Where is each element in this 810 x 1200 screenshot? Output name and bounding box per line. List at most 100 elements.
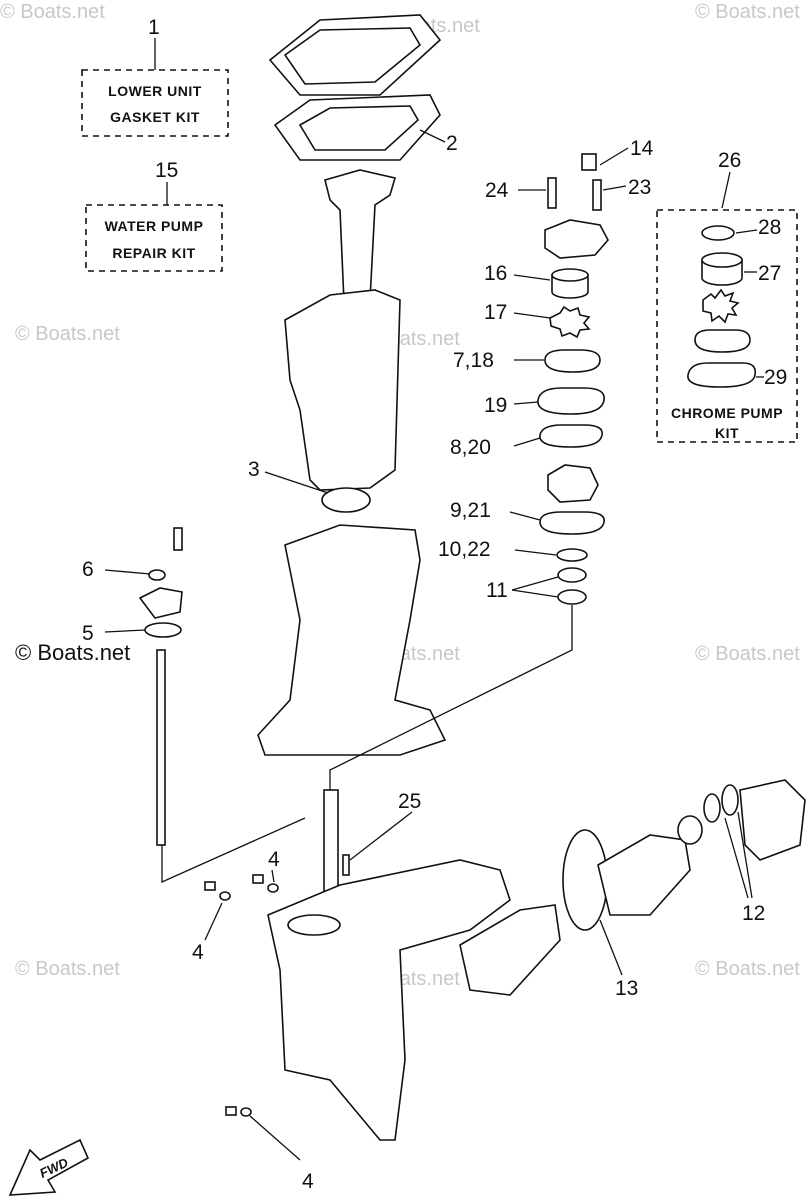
kit-box-26 — [656, 209, 798, 443]
plug-25 — [342, 854, 350, 876]
kit-1-line1: LOWER UNIT — [108, 83, 202, 99]
driveshaft-guide — [329, 625, 573, 790]
kit-26-line1: CHROME PUMP — [671, 405, 783, 421]
callout-17: 17 — [484, 301, 507, 324]
seal-12a — [703, 793, 721, 823]
seal-11a — [557, 567, 587, 583]
bushing-6 — [148, 569, 166, 581]
kit-box-1 — [81, 69, 229, 137]
leader-8-20 — [513, 437, 541, 447]
callout-9-21: 9,21 — [450, 499, 491, 522]
lower-casing — [257, 524, 447, 756]
leader-19 — [513, 401, 539, 405]
washer-4c — [240, 1107, 252, 1117]
callout-28: 28 — [758, 216, 781, 239]
leader-12 — [724, 811, 753, 899]
callout-2: 2 — [446, 132, 458, 155]
callout-24: 24 — [485, 179, 509, 202]
bolt-24 — [547, 177, 557, 209]
shift-rod — [156, 649, 166, 846]
callout-11: 11 — [486, 579, 508, 602]
lower-unit-gasket-kit: 1 LOWER UNIT GASKET KIT — [81, 16, 229, 137]
leader-28 — [735, 229, 758, 234]
gasket-7-18 — [544, 349, 601, 373]
callout-12: 12 — [742, 902, 765, 925]
water-pump-stack: 14 24 23 16 17 7,18 19 8,20 9,21 10,22 1… — [438, 137, 654, 625]
kit-impeller-part — [702, 288, 740, 324]
bolt-4b — [252, 874, 264, 884]
kit-26-line2: KIT — [715, 425, 739, 441]
leader-23 — [602, 185, 627, 191]
bolt-23 — [592, 179, 602, 211]
callout-15: 15 — [155, 159, 178, 182]
leader-26 — [721, 171, 731, 209]
forward-direction-arrow: FWD — [8, 1138, 90, 1196]
chrome-pump-kit: 26 CHROME PUMP KIT 28 27 29 — [656, 149, 798, 443]
callout-4c: 4 — [302, 1170, 314, 1193]
shift-rod-assembly: 6 5 — [82, 527, 306, 884]
kit-plate-part — [687, 362, 757, 388]
leader-14 — [599, 147, 629, 166]
callout-19: 19 — [484, 394, 507, 417]
leader-3 — [264, 471, 329, 494]
insert-16-top — [551, 268, 589, 282]
gasket-inner — [298, 105, 420, 151]
washer-4a — [219, 891, 231, 901]
grommet-14 — [581, 153, 597, 171]
drive-shaft-bore — [287, 914, 341, 936]
leader-11a — [511, 576, 559, 591]
leader-4a — [271, 869, 275, 883]
callout-1: 1 — [148, 16, 160, 39]
leader-4b — [204, 902, 223, 941]
kit-1-line2: GASKET KIT — [110, 109, 200, 125]
leader-17 — [513, 312, 551, 319]
leader-5 — [104, 629, 146, 633]
watermark-7: © Boats.net — [695, 643, 800, 665]
callout-13: 13 — [615, 977, 638, 1000]
callout-7-18: 7,18 — [453, 349, 494, 372]
shift-bolt — [173, 527, 183, 551]
callout-5: 5 — [82, 622, 94, 645]
callout-29: 29 — [764, 366, 787, 389]
cartridge-part — [547, 464, 599, 503]
kit-box-15 — [85, 204, 223, 272]
water-pump-repair-kit: 15 WATER PUMP REPAIR KIT — [85, 159, 223, 272]
leader-25 — [349, 811, 413, 861]
o-ring-5 — [144, 622, 182, 638]
shift-rod-holder — [138, 587, 183, 619]
pump-housing — [544, 219, 609, 259]
leader-13 — [599, 919, 623, 976]
seal-11b — [557, 589, 587, 605]
gasket-9-21 — [539, 511, 605, 535]
watermark-4: © Boats.net — [15, 323, 120, 345]
shift-rod-guide — [161, 817, 306, 884]
watermark-1: © Boats.net — [0, 1, 105, 23]
leader-4c — [249, 1115, 301, 1161]
callout-4b: 4 — [192, 941, 204, 964]
leader-2 — [419, 129, 446, 143]
upper-casing — [284, 289, 401, 491]
callout-10-22: 10,22 — [438, 538, 491, 561]
seal-12b — [721, 784, 739, 816]
leader-11b — [511, 589, 559, 598]
callout-14: 14 — [630, 137, 654, 160]
bolt-4c — [225, 1106, 237, 1116]
liner-top — [701, 252, 743, 268]
leader-10-22 — [514, 549, 557, 556]
leader-6 — [104, 569, 151, 575]
exhaust-plate-inner — [283, 27, 422, 85]
callout-4a: 4 — [268, 848, 280, 871]
gearcase: 25 4 4 4 13 12 — [192, 625, 806, 1193]
leader-16 — [513, 274, 551, 281]
callout-26: 26 — [718, 149, 741, 172]
kit-15-line1: WATER PUMP — [105, 218, 204, 234]
plate-19 — [537, 387, 605, 415]
gear-housing — [267, 859, 511, 1141]
callout-16: 16 — [484, 262, 507, 285]
bolt-4a — [204, 881, 216, 891]
gasket-8-20 — [539, 424, 603, 448]
drive-shaft — [323, 789, 339, 901]
callout-8-20: 8,20 — [450, 436, 491, 459]
leader-9-21 — [509, 511, 541, 521]
seal-3 — [321, 487, 371, 513]
